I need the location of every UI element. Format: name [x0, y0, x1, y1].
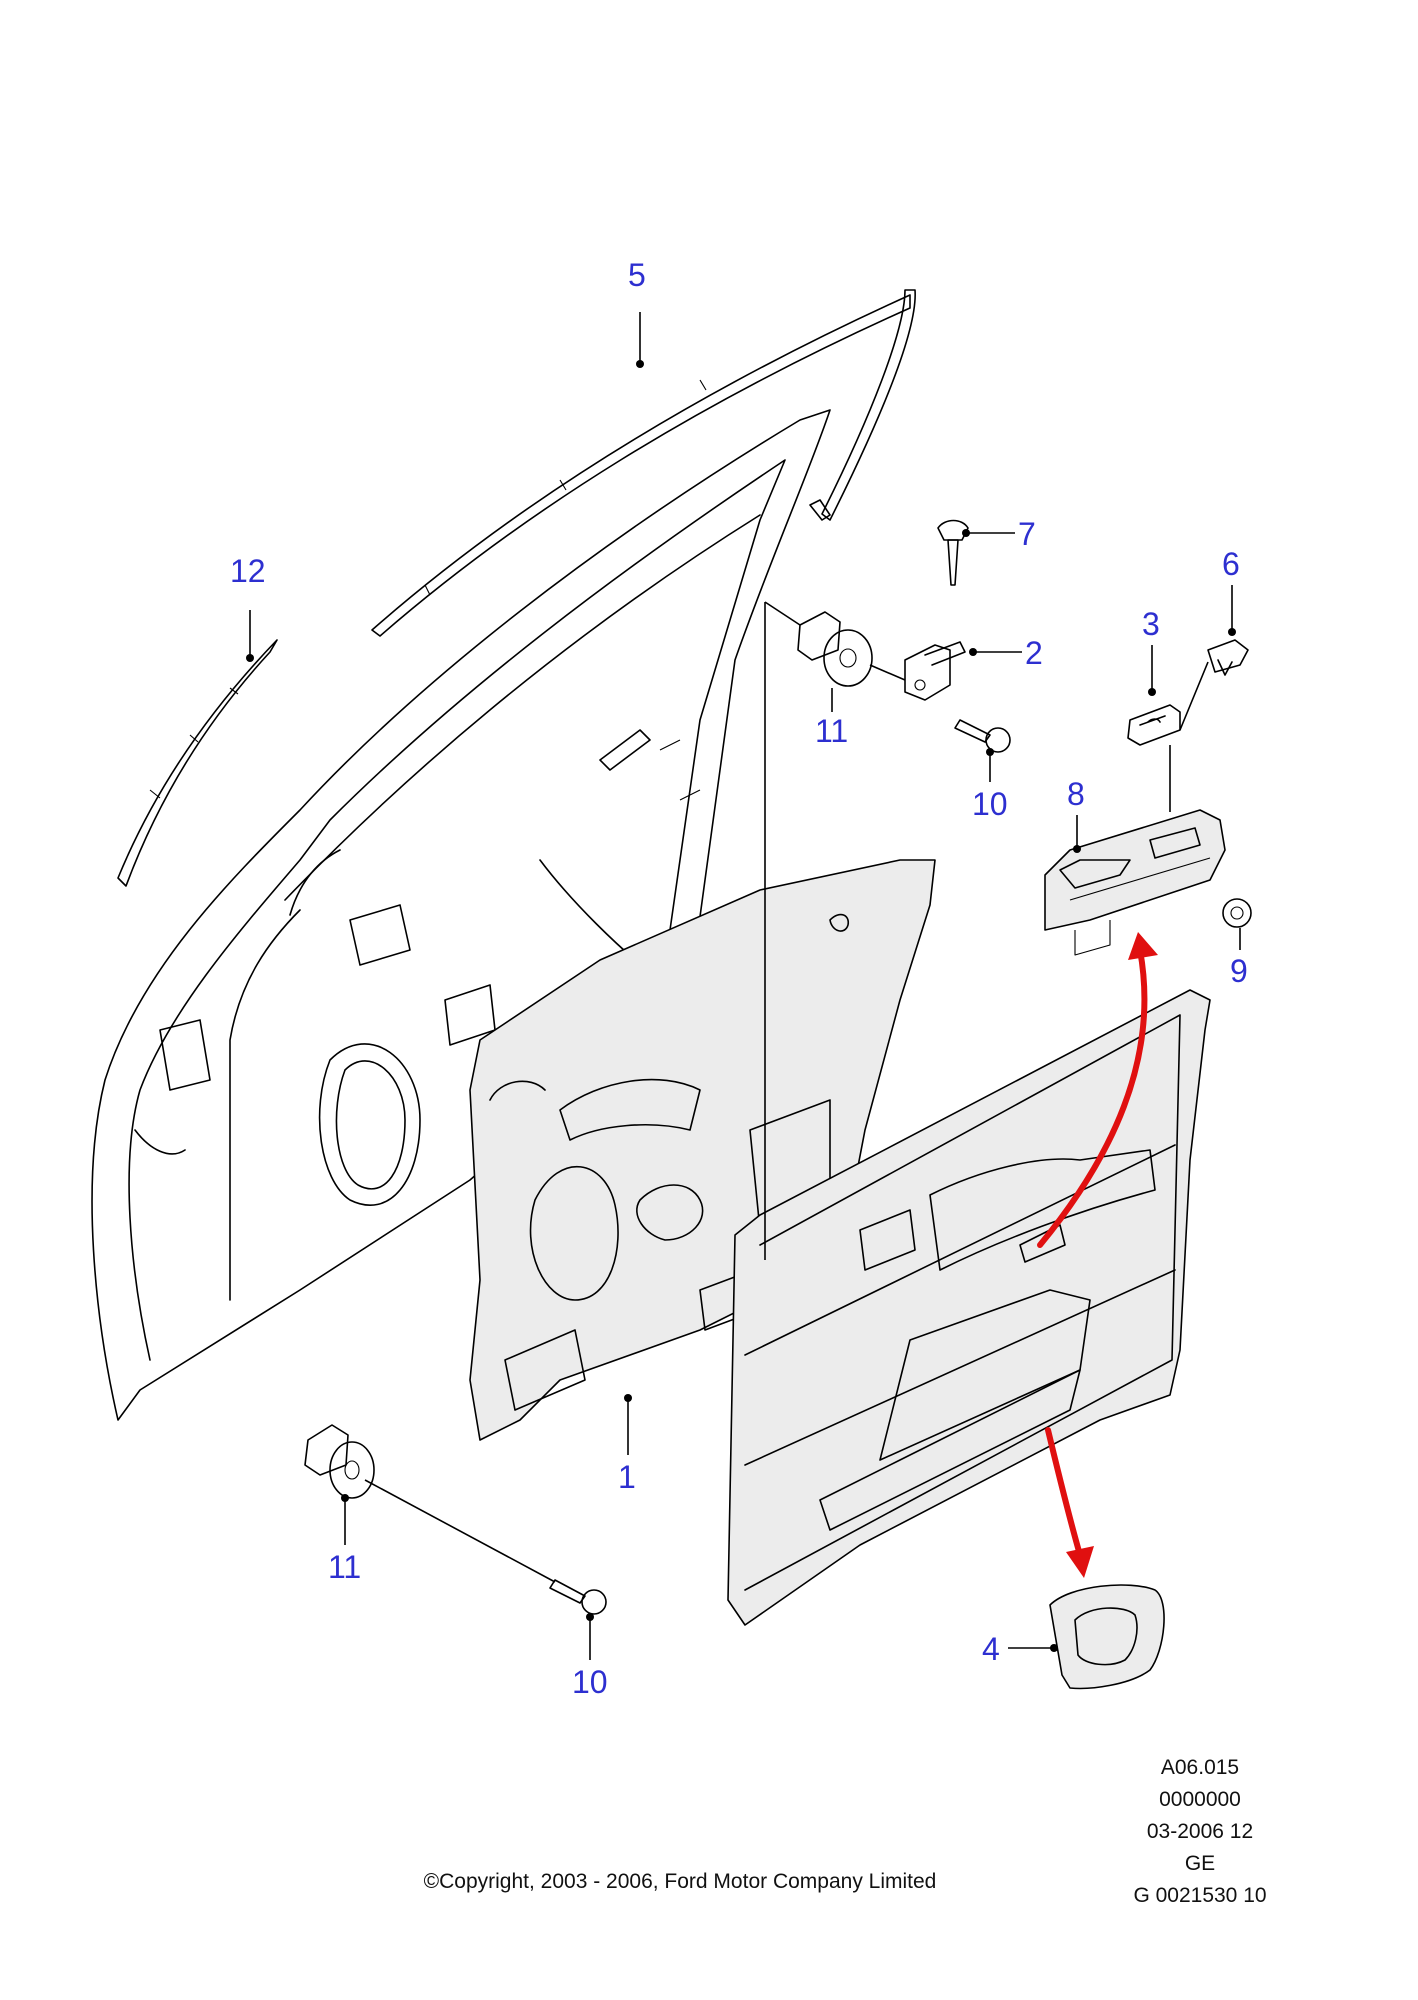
- callout-3: 3: [1142, 606, 1160, 642]
- door-shell: [91, 409, 831, 1421]
- part-3-bracket: [1127, 704, 1181, 746]
- callout-labels: 5 12 7 2 6 3 11 10 8 9 1 11 10 4: [230, 257, 1248, 1700]
- callout-1: 1: [618, 1459, 636, 1495]
- part-11-clip-upper: [797, 611, 873, 687]
- info-line-2: 0000000: [1159, 1788, 1241, 1811]
- copyright-text: ©Copyright, 2003 - 2006, Ford Motor Comp…: [423, 1870, 937, 1893]
- info-line-1: A06.015: [1160, 1756, 1240, 1779]
- callout-10: 10: [972, 786, 1008, 822]
- leader-lines: [246, 312, 1241, 1660]
- info-block: A06.015 0000000 03-2006 12 GE G 0021530 …: [1100, 1752, 1300, 1912]
- callout-5: 5: [628, 257, 646, 293]
- callout-4: 4: [982, 1631, 1000, 1667]
- part-7-screw: [937, 519, 969, 586]
- arrow-head-insert: [1066, 1546, 1094, 1578]
- part-5-window-seal: [371, 289, 916, 637]
- info-line-5: G 0021530 10: [1133, 1884, 1267, 1907]
- callout-11: 11: [815, 713, 848, 749]
- info-line-3: 03-2006 12: [1146, 1820, 1254, 1843]
- arrow-to-bezel: [1037, 947, 1148, 1248]
- part-4-pocket-insert: [1049, 1584, 1165, 1690]
- callout-11: 11: [328, 1549, 361, 1585]
- callout-10: 10: [572, 1664, 608, 1700]
- red-arrows: [1037, 932, 1158, 1578]
- part-10-screw-lower: [549, 1579, 607, 1615]
- arrow-to-insert: [1045, 1427, 1083, 1558]
- callout-8: 8: [1067, 776, 1085, 812]
- callout-7: 7: [1018, 516, 1036, 552]
- callout-12: 12: [230, 553, 266, 589]
- callout-9: 9: [1230, 953, 1248, 989]
- arrow-head-bezel: [1128, 932, 1158, 960]
- info-line-4: GE: [1184, 1852, 1216, 1875]
- part-6-clip: [1207, 639, 1249, 676]
- part-9-push-nut: [1222, 898, 1252, 928]
- part-10-screw-upper: [954, 719, 1011, 753]
- callout-2: 2: [1025, 635, 1043, 671]
- part-2-bracket: [904, 641, 966, 701]
- part-12-weatherstrip: [117, 639, 278, 887]
- door-trim-panel: [727, 989, 1211, 1626]
- part-11-clip-lower: [304, 1424, 375, 1499]
- callout-6: 6: [1222, 546, 1240, 582]
- part-8-switch-bezel: [1044, 809, 1226, 956]
